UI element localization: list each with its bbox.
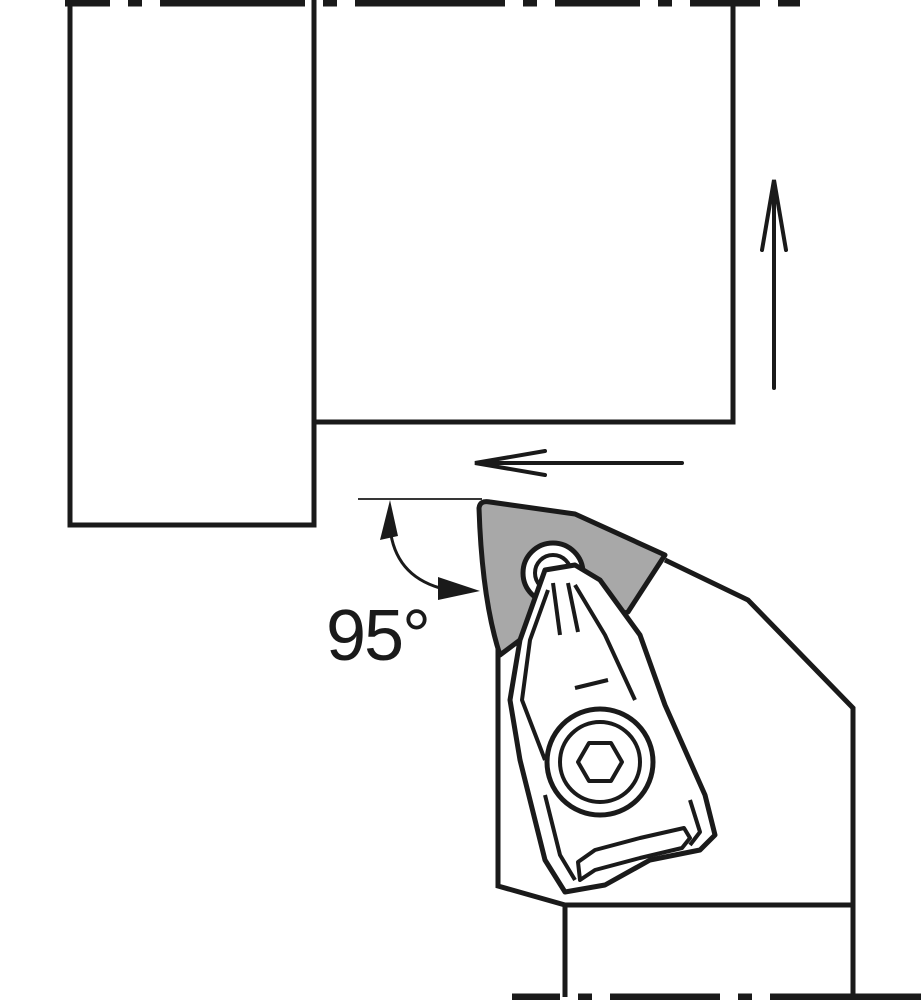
- angle-arc: [380, 500, 480, 600]
- tool-holder-body: [495, 557, 856, 997]
- clamp-screw: [544, 706, 656, 818]
- feed-arrow-up-icon: [760, 179, 788, 390]
- clamp-facets: [520, 582, 702, 882]
- angle-label: 95°: [326, 596, 429, 676]
- hex-socket-icon: [576, 741, 624, 783]
- workpiece-outline: [67, 0, 736, 528]
- feed-arrow-left-icon: [474, 449, 684, 477]
- clamp-notch: [576, 826, 692, 882]
